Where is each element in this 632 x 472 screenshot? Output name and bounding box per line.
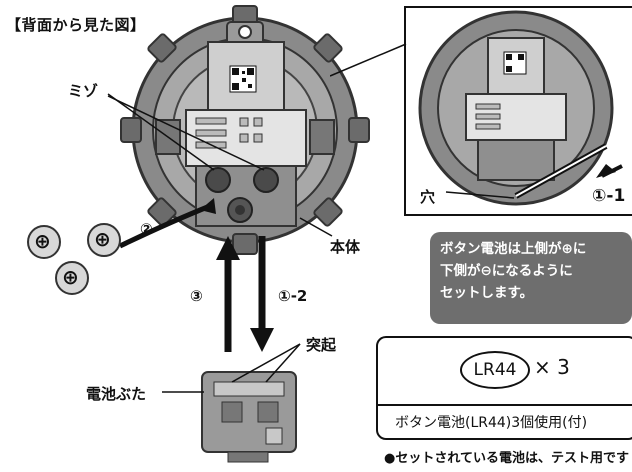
- inset-connector: [330, 43, 407, 77]
- step-1-2-label: ①-2: [278, 287, 308, 305]
- step-1-1-label: ①-1: [592, 186, 626, 206]
- groove-label: ミゾ: [68, 82, 99, 100]
- battery-plus-icon: ⊕: [62, 265, 79, 289]
- spec-divider: [376, 404, 632, 406]
- battery-cover-drawing: [201, 371, 297, 463]
- inset-illustration: [418, 10, 623, 206]
- body-label: 本体: [330, 238, 361, 256]
- polarity-line-2: 下側が⊖になるように: [440, 263, 573, 279]
- battery-spec-caption: ボタン電池(LR44)3個使用(付): [395, 415, 588, 431]
- battery-plus-icon: ⊕: [34, 229, 51, 253]
- step-3-label: ③: [190, 287, 203, 305]
- qr-code: [229, 65, 257, 93]
- polarity-instructions: ボタン電池は上側が⊕に 下側が⊖になるように セットします。: [430, 232, 632, 324]
- step-2-label: ②: [140, 220, 153, 238]
- polarity-line-1: ボタン電池は上側が⊕に: [440, 241, 587, 257]
- bump-label: 突起: [306, 336, 337, 354]
- battery-cover-label: 電池ぶた: [86, 385, 147, 403]
- page-title: 【背面から見た図】: [6, 16, 146, 34]
- hole-label: 穴: [420, 188, 436, 206]
- button-batteries: [27, 223, 121, 295]
- detail-inset: 穴 ①-1: [404, 6, 632, 216]
- battery-model-oval: LR44: [460, 351, 530, 389]
- polarity-line-3: セットします。: [440, 285, 534, 301]
- battery-multiplier: × 3: [534, 355, 570, 379]
- battery-plus-icon: ⊕: [94, 227, 111, 251]
- test-battery-note: ●セットされている電池は、テスト用です: [384, 451, 629, 466]
